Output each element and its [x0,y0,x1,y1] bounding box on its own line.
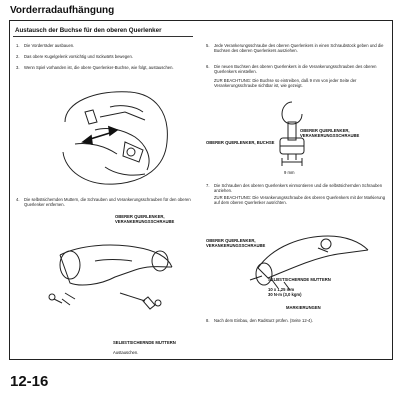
step-8: 8. Nach dem Einbau, den Radsturz prüfen.… [206,318,388,323]
control-arm-install-figure [249,235,369,291]
step-number: 7. [206,183,210,188]
step-7-note: ZUR BEACHTUNG: Die Verankerungsschraube … [206,195,388,205]
step-note: ZUR BEACHTUNG: Die Verankerungsschraube … [214,195,386,206]
content-frame [9,20,393,360]
step-7: 7. Die Schrauben des oberen Querlenkers … [206,183,388,193]
step-number: 5. [206,43,210,48]
step-5: 5. Jede Verankerungsschraube des oberen … [206,43,388,53]
step-number: 4. [16,197,20,202]
control-arm-removal-figure [48,244,173,310]
step-text: Die Vorderräder ausbauen. [24,43,75,48]
page-title: Vorderradaufhängung [10,5,115,16]
label-nuts-left: SELBSTSICHERNDE MUTTERN [113,340,176,345]
step-4: 4. Die selbstsichernden Muttern, die Sch… [16,197,194,207]
label-anchor-bolt-left: OBERER QUERLENKER, VERANKERUNGSSCHRAUBE [115,214,175,224]
label-marks: MARKIERUNGEN [286,305,321,310]
bushing-figure [279,101,305,166]
step-text: Jede Verankerungsschraube des oberen Que… [214,43,384,54]
step-number: 6. [206,64,210,69]
label-bushing: OBERER QUERLENKER, BUCHSE [206,140,275,145]
step-text: Die selbstsichernden Muttern, die Schrau… [24,197,191,208]
step-text: Die neuen Buchsen des oberen Querlenkers… [214,64,377,75]
step-number: 8. [206,318,210,323]
step-number: 2. [16,54,20,59]
step-3: 3. Wenn Spiel vorhanden ist, die obere Q… [16,65,190,70]
label-nuts-left-note: Austauschen. [113,350,139,355]
step-number: 1. [16,43,20,48]
section-subtitle: Austausch der Buchse für den oberen Quer… [15,27,162,34]
label-nuts-right: SELBSTSICHERNDE MUTTERN [268,277,331,282]
step-text: Wenn Spiel vorhanden ist, die obere Quer… [24,65,174,70]
label-9mm: 9 mm [284,170,295,175]
step-text: Die Schrauben des oberen Querlenkers ein… [214,183,383,194]
label-nut-spec-size: 10 x 1,25 mm [268,287,295,292]
suspension-figure [62,91,168,185]
subtitle-divider [13,36,193,37]
step-6-note: ZUR BEACHTUNG: Die Buchse so eintreiben,… [206,78,388,88]
step-number: 3. [16,65,20,70]
step-1: 1. Die Vorderräder ausbauen. [16,43,194,48]
step-text: Nach dem Einbau, den Radsturz prüfen. (S… [214,318,313,323]
label-nut-spec-torque: 30 N·m (3,0 kgm) [268,292,302,297]
step-6: 6. Die neuen Buchsen des oberen Querlenk… [206,64,388,74]
page-number: 12-16 [10,373,49,390]
step-2: 2. Das obere Kugelgelenk vorsichtig und … [16,54,194,59]
label-anchor-bolt-top: OBERER QUERLENKER, VERANKERUNGSSCHRAUBE [300,128,360,138]
label-anchor-bolt-right: OBERER QUERLENKER, VERANKERUNGSSCHRAUBE [206,238,266,248]
step-text: Das obere Kugelgelenk vorsichtig und rüc… [24,54,133,59]
step-note: ZUR BEACHTUNG: Die Buchse so eintreiben,… [214,78,357,89]
